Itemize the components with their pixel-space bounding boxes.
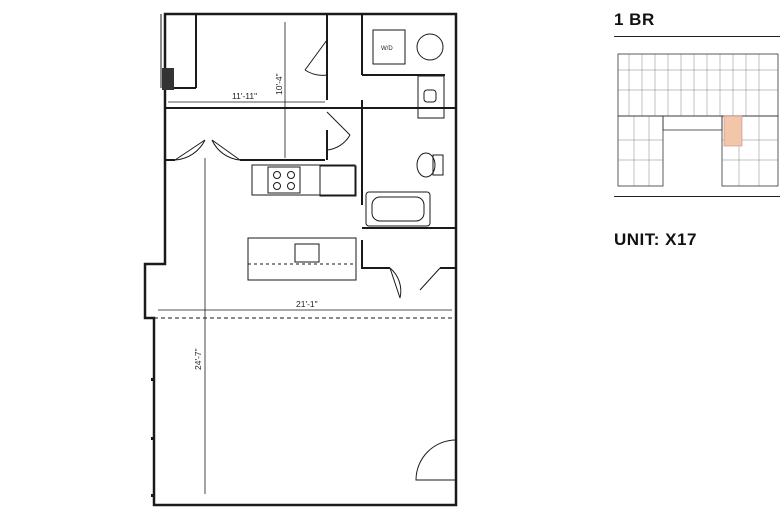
toilet — [416, 152, 436, 178]
bath-vanity — [417, 75, 445, 119]
bedroom-walls — [164, 14, 455, 264]
divider-top — [614, 36, 780, 37]
key-plan — [617, 53, 779, 187]
kitchen-counter — [251, 164, 356, 196]
bedroom-door-swing — [211, 139, 241, 161]
unit-type-label: 1 BR — [614, 10, 655, 29]
bath-sink — [423, 89, 437, 103]
structural-column — [162, 68, 174, 90]
unit-info-panel: 1 BR UNIT: X17 — [614, 0, 780, 517]
closet-door-3 — [419, 267, 441, 291]
refrigerator — [319, 165, 357, 197]
bathroom-walls — [361, 74, 455, 269]
bedroom-width-text: 11'-11" — [232, 91, 257, 101]
cooktop — [267, 166, 301, 194]
unit-name-label: UNIT: X17 — [614, 230, 697, 249]
washer-dryer: W/D — [372, 29, 444, 65]
bathtub — [365, 191, 431, 227]
bedroom-door — [174, 139, 206, 161]
kitchen-island — [247, 237, 357, 281]
closet-door-2 — [389, 267, 402, 299]
window-markers — [151, 378, 154, 497]
highlighted-unit — [723, 115, 743, 147]
bedroom-door-leaf — [211, 139, 241, 161]
bedroom-depth-text: 10'-4" — [274, 73, 284, 95]
divider-bottom — [614, 196, 780, 197]
floor-plan: W/D 11'-11" 10'-4" 21'-1" 24'-7" — [143, 12, 458, 507]
closet-door — [304, 39, 328, 76]
bath-door — [326, 111, 351, 151]
entry-door — [415, 439, 457, 481]
living-width-text: 21'-1" — [296, 299, 318, 309]
washer-dryer-label: W/D — [381, 46, 393, 52]
kitchen-sink — [294, 243, 320, 263]
toilet-tank — [432, 154, 444, 176]
living-depth-text: 24'-7" — [193, 348, 203, 370]
